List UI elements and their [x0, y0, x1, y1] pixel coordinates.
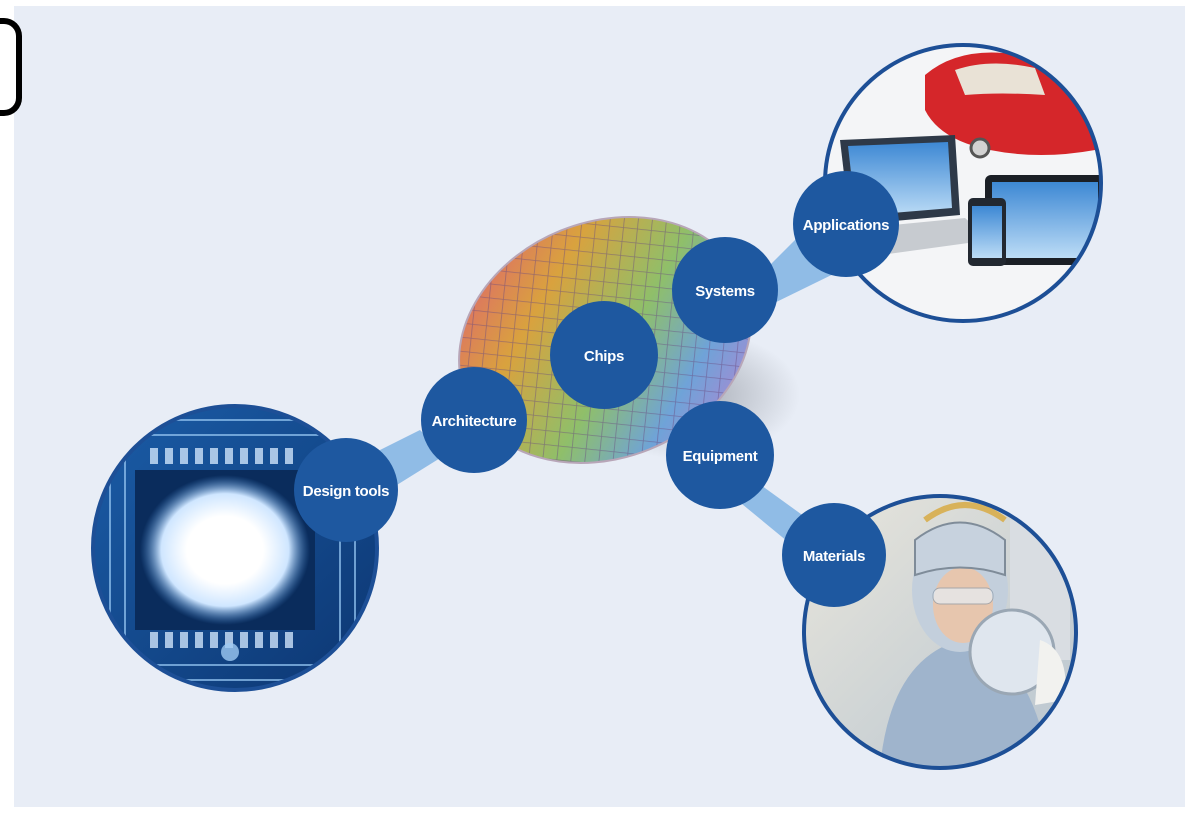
- node-equipment: Equipment: [666, 401, 774, 509]
- node-chips-label: Chips: [584, 348, 624, 365]
- node-applications-label: Applications: [803, 217, 889, 234]
- node-design-tools: Design tools: [294, 438, 398, 542]
- corner-logo-icon: [0, 18, 22, 116]
- node-systems-label: Systems: [695, 283, 755, 300]
- node-chips: Chips: [550, 301, 658, 409]
- node-architecture: Architecture: [421, 367, 527, 473]
- node-materials-label: Materials: [803, 548, 865, 565]
- node-architecture-label: Architecture: [432, 413, 517, 430]
- node-design-tools-label: Design tools: [303, 483, 389, 500]
- devices-and-car-photo: [823, 43, 1103, 323]
- node-equipment-label: Equipment: [683, 448, 758, 465]
- node-systems: Systems: [672, 237, 778, 343]
- node-materials: Materials: [782, 503, 886, 607]
- node-applications: Applications: [793, 171, 899, 277]
